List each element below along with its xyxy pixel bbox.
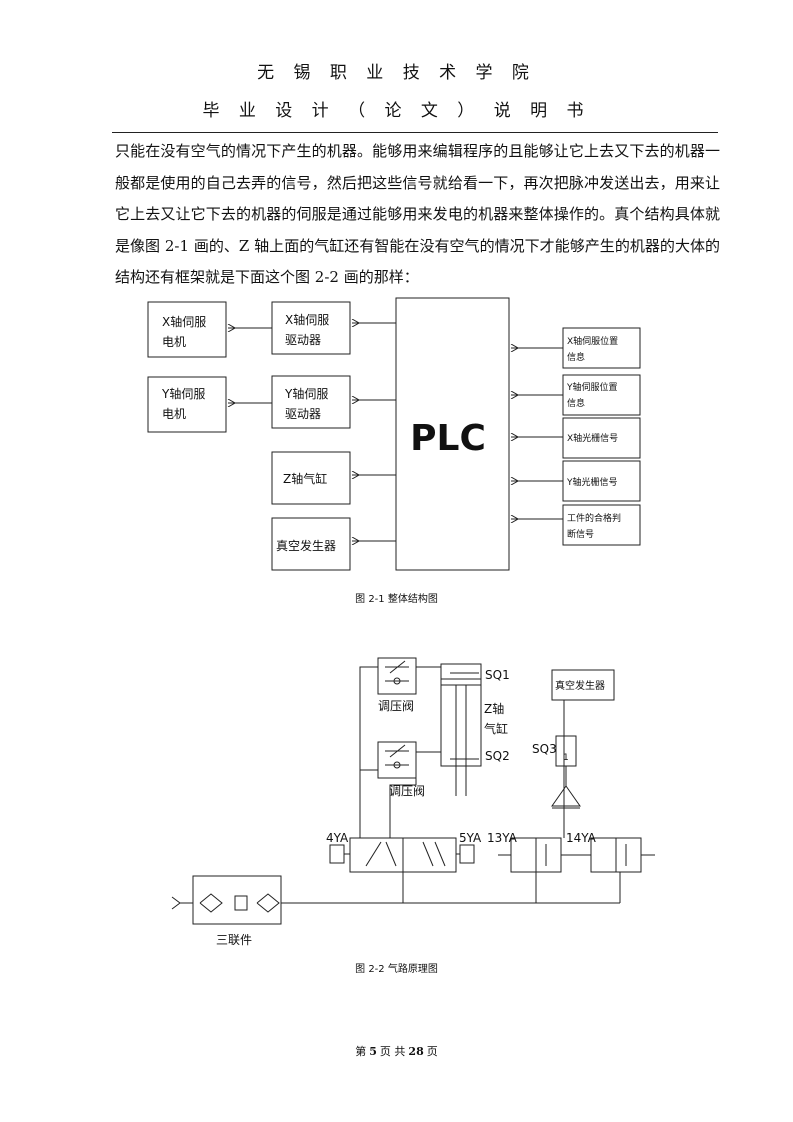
z-cylinder-text-2: 气缸 [484, 721, 508, 736]
input-box [562, 374, 641, 416]
footer-mid: 页 共 [379, 1045, 406, 1058]
pressure-valve-label-top: 调压阀 [378, 699, 414, 713]
body-text: 只能在没有空气的情况下产生的机器。能够用来编辑程序的且能够让它上去又下去的机器一… [115, 136, 720, 294]
y-motor-label-2: 电机 [162, 407, 186, 421]
input-label-5a: 工件的合格判 [567, 512, 621, 524]
header-rule [112, 132, 718, 133]
x-motor-label-2: 电机 [162, 335, 186, 349]
input-label-5b: 断信号 [567, 528, 594, 540]
vacuum-box [271, 517, 351, 571]
document-title: 毕 业 设 计 （ 论 文 ） 说 明 书 [202, 101, 591, 121]
pressure-valve-top [377, 657, 417, 695]
vacuum-generator-label: 真空发生器 [555, 679, 605, 692]
input-label-2b: 信息 [567, 397, 585, 409]
x-driver-label-2: 驱动器 [285, 333, 321, 347]
pressure-valve-label-bottom: 调压阀 [389, 784, 425, 798]
x-motor-box [147, 301, 227, 358]
z-cylinder-text-1: Z轴 [484, 701, 504, 716]
input-label-1b: 信息 [567, 351, 585, 363]
pneumatic-diagram [171, 657, 655, 925]
vacuum-label: 真空发生器 [276, 538, 336, 553]
input-label-4: Y轴光栅信号 [566, 476, 618, 488]
x-driver-label-1: X轴伺服 [285, 312, 329, 327]
plc-label: PLC [410, 418, 486, 459]
input-label-2a: Y轴伺服位置 [566, 381, 618, 393]
paragraph: 只能在没有空气的情况下产生的机器。能够用来编辑程序的且能够让它上去又下去的机器一… [115, 142, 720, 286]
footer-prefix: 第 [355, 1045, 367, 1058]
figure2-caption: 图 2-2 气路原理图 [355, 964, 438, 975]
z-cylinder-label: Z轴气缸 [283, 471, 327, 486]
z-cylinder [440, 663, 482, 767]
switch-mark: 1 [563, 753, 569, 763]
ya13-label: 13YA [487, 831, 518, 845]
ya14-label: 14YA [566, 831, 597, 845]
frl-unit [192, 875, 282, 925]
y-driver-box [271, 375, 351, 429]
y-driver-label-2: 驱动器 [285, 407, 321, 421]
page-total: 28 [408, 1045, 424, 1058]
z-cylinder-box [271, 451, 351, 505]
school-name: 无 锡 职 业 技 术 学 院 [257, 63, 536, 83]
input-box [562, 504, 641, 546]
pressure-valve-bottom [377, 741, 417, 779]
sq2-label: SQ2 [485, 749, 510, 763]
x-motor-label-1: X轴伺服 [162, 314, 206, 329]
y-driver-label-1: Y轴伺服 [284, 386, 328, 401]
sq1-label: SQ1 [485, 668, 510, 682]
input-box [562, 417, 641, 459]
vacuum-generator [551, 669, 615, 701]
y-motor-box [147, 376, 227, 433]
plc-box [395, 297, 510, 571]
figure1-caption: 图 2-1 整体结构图 [355, 594, 438, 605]
ya5-label: 5YA [459, 831, 482, 845]
ya4-label: 4YA [326, 831, 349, 845]
input-label-3: X轴光栅信号 [567, 432, 618, 444]
input-label-1a: X轴伺服位置 [567, 335, 618, 347]
footer-suffix: 页 [426, 1045, 438, 1058]
page-number: 5 [369, 1045, 377, 1058]
y-motor-label-1: Y轴伺服 [161, 386, 205, 401]
frl-label: 三联件 [216, 933, 252, 947]
sq3-label: SQ3 [532, 742, 557, 756]
